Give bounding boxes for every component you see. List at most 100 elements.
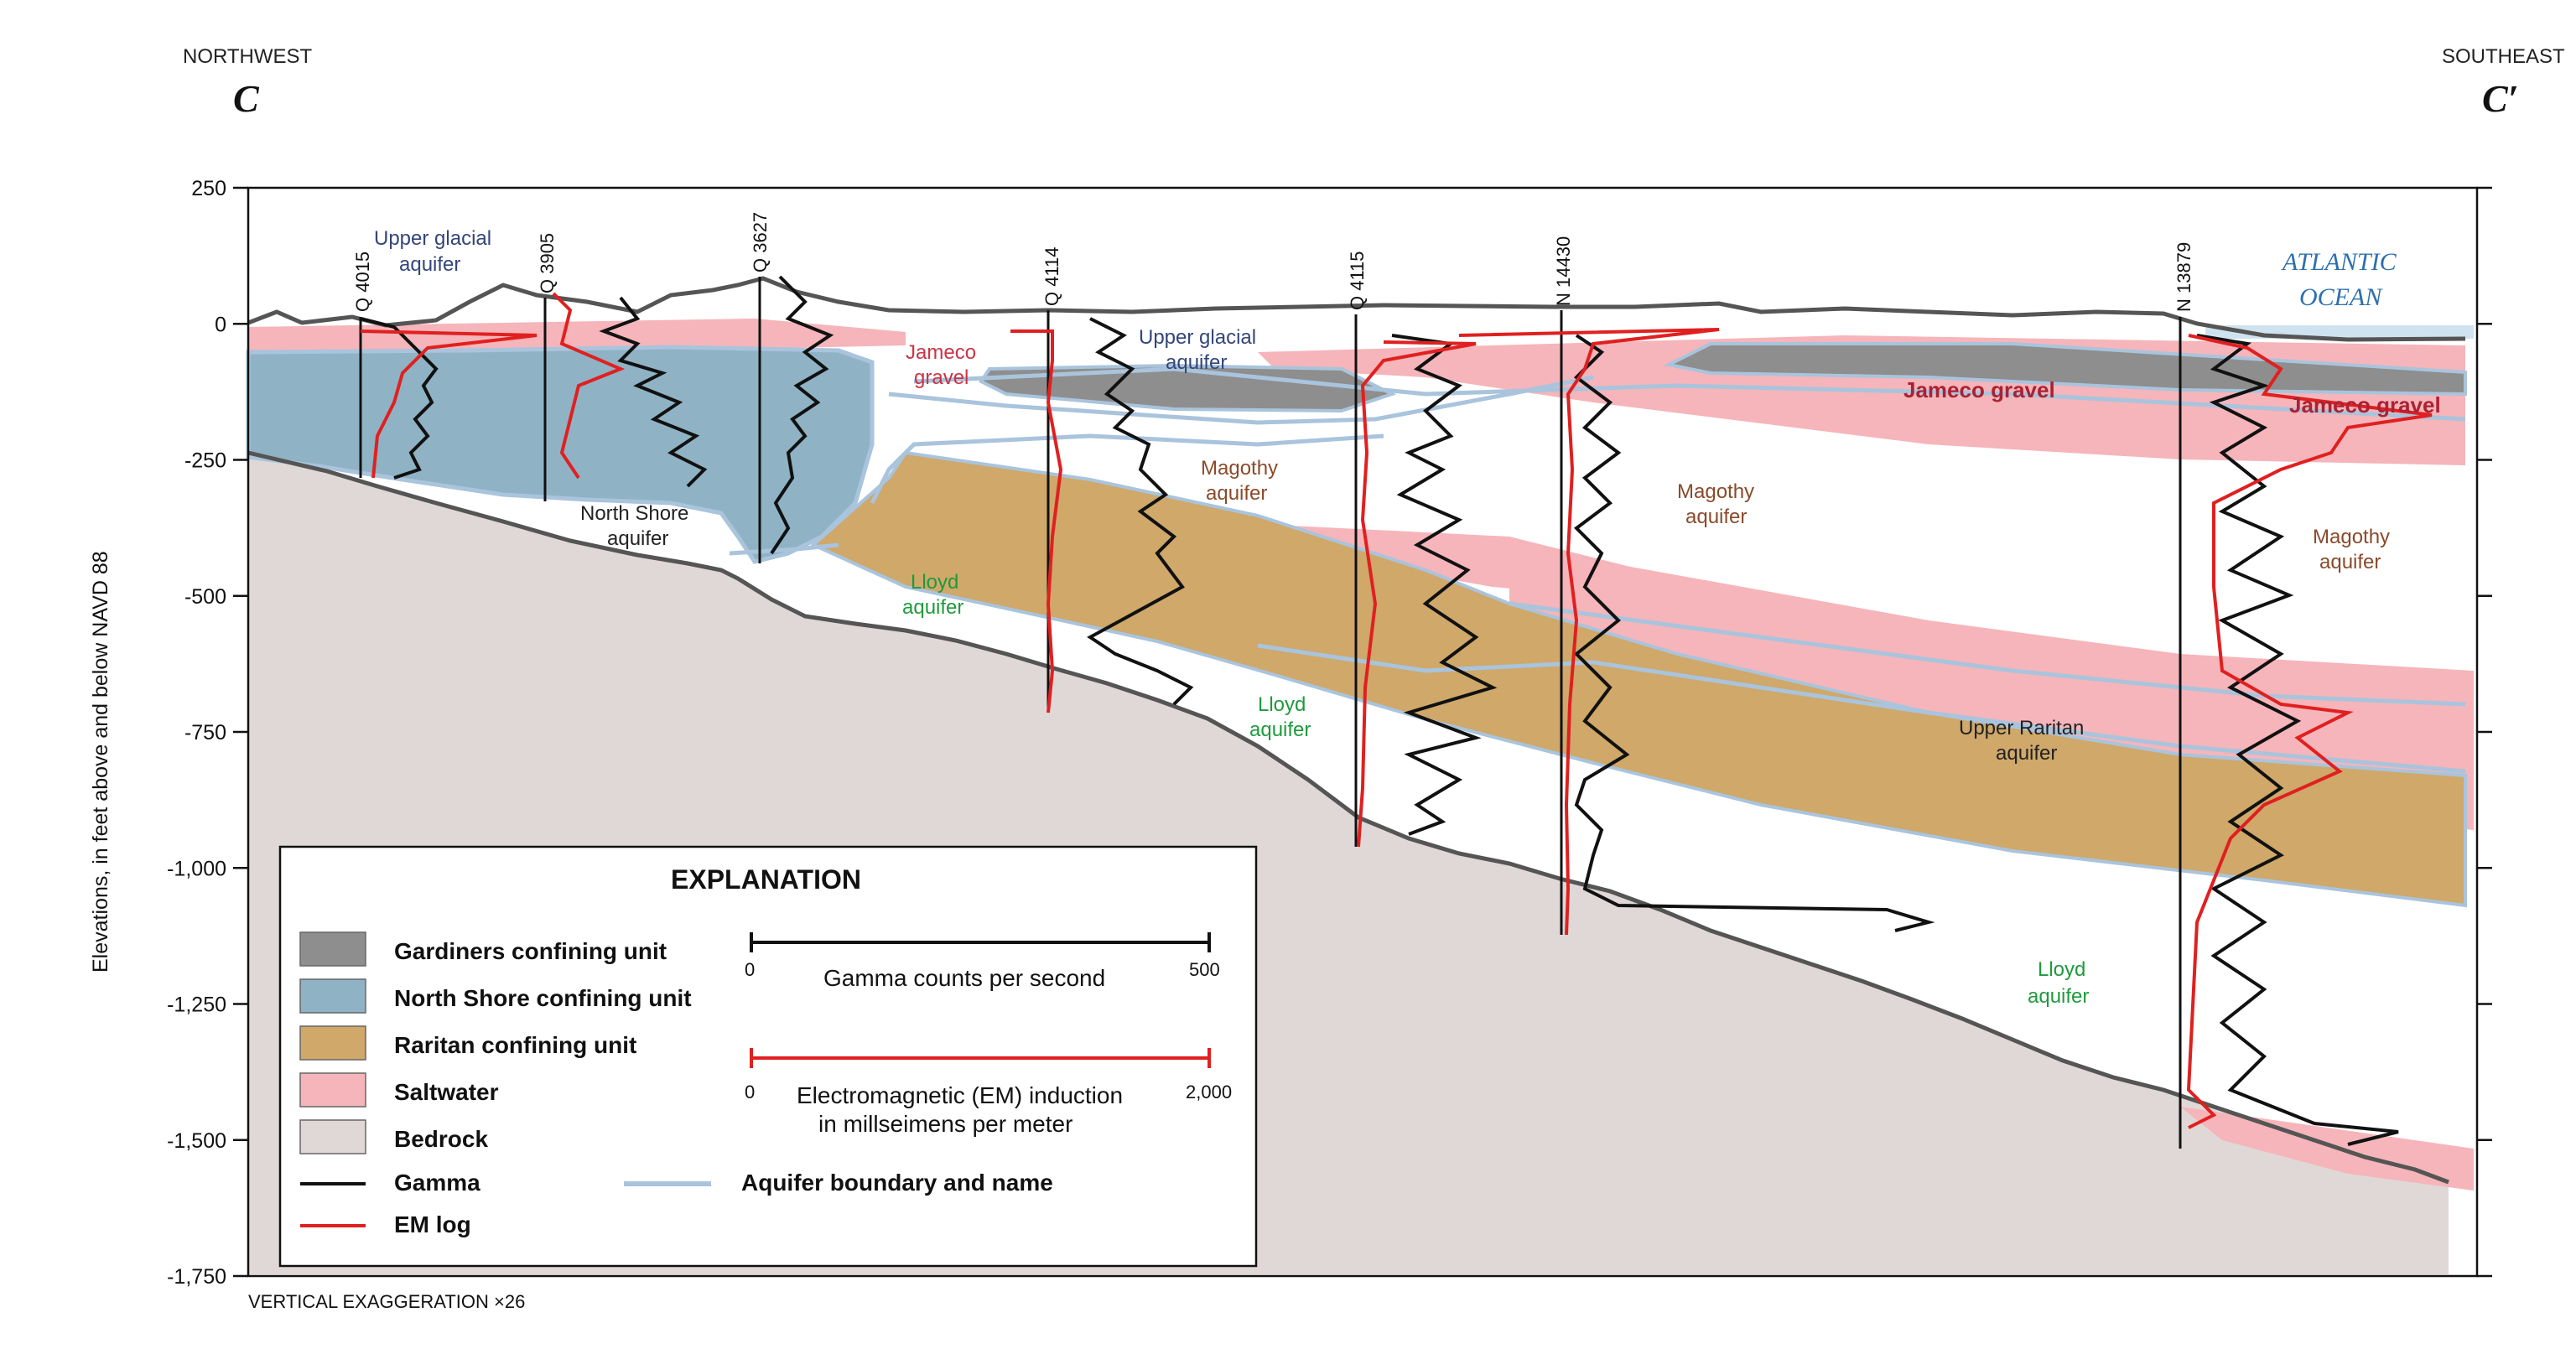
- y-tick-label: -250: [184, 449, 226, 473]
- y-tick-label: -1,500: [167, 1129, 226, 1153]
- em-scale-label-line2: in millseimens per meter: [818, 1111, 1072, 1137]
- legend: EXPLANATION Gardiners confining unit Nor…: [278, 845, 1258, 1268]
- em-log-n13879: [2186, 334, 2433, 1129]
- y-axis-title: Elevations, in feet above and below NAVD…: [89, 551, 112, 973]
- em-scale-min: 0: [745, 1082, 755, 1102]
- y-axis: 250 0 -250 -500 -750 -1,000 -1,250 -1,500 -1,750: [167, 177, 2492, 1289]
- lloyd-label-2-line2: aquifer: [1249, 719, 1311, 741]
- y-tick-label: -1,750: [167, 1265, 226, 1289]
- legend-swatch-bedrock: [299, 1119, 366, 1154]
- upper-raritan-label-line2: aquifer: [1996, 742, 2057, 765]
- y-tick-label: -500: [184, 585, 226, 609]
- y-tick-label: 250: [191, 177, 226, 200]
- lloyd-label-1-line2: aquifer: [902, 596, 963, 619]
- upper-glacial-label-1-line2: aquifer: [399, 253, 460, 276]
- gamma-scale-label: Gamma counts per second: [823, 965, 1105, 991]
- magothy-label-2-line1: Magothy: [1677, 480, 1754, 503]
- gamma-log-n13879: [2196, 334, 2399, 1146]
- jameco-label-3: Jameco gravel: [2289, 392, 2441, 418]
- ocean-label-line1: ATLANTIC: [2281, 248, 2397, 276]
- legend-label-aquifer-boundary: Aquifer boundary and name: [741, 1170, 1053, 1196]
- legend-label-saltwater: Saltwater: [394, 1079, 499, 1105]
- legend-label-raritan: Raritan confining unit: [394, 1032, 636, 1058]
- gardiners-confining-unit: [979, 363, 1397, 413]
- legend-label-em: EM log: [394, 1211, 471, 1237]
- legend-title: EXPLANATION: [671, 864, 861, 895]
- legend-swatch-gardiners: [299, 931, 366, 967]
- lloyd-label-3-line2: aquifer: [2028, 985, 2089, 1008]
- well-labels: Q 4015 Q 3905 Q 3627 Q 4114 Q 4115 N 144…: [352, 212, 2194, 312]
- well-label-5: Q 4115: [1347, 251, 1368, 310]
- well-label-6: N 14430: [1553, 236, 1574, 306]
- jameco-label-2: Jameco gravel: [1903, 377, 2055, 402]
- vertical-exaggeration-note: VERTICAL EXAGGERATION ×26: [248, 1291, 525, 1312]
- wells: [359, 277, 2182, 1149]
- boundary-north-shore-base: [729, 542, 839, 556]
- legend-swatch-north-shore: [299, 978, 366, 1014]
- well-label-7: N 13879: [2174, 242, 2194, 312]
- magothy-label-1-line1: Magothy: [1201, 457, 1278, 480]
- gamma-log-q4114: [1087, 317, 1194, 706]
- upper-glacial-label-1-line1: Upper glacial: [374, 227, 491, 250]
- gamma-log-q4115: [1391, 334, 1498, 836]
- legend-label-gardiners: Gardiners confining unit: [394, 938, 667, 964]
- legend-label-bedrock: Bedrock: [394, 1126, 488, 1152]
- saltwater-deepest-band: [2180, 1107, 2474, 1191]
- boundary-magothy-top: [870, 433, 1384, 505]
- em-log-n14430: [1458, 328, 1720, 936]
- north-shore-confining-unit: [246, 345, 875, 564]
- north-shore-label-line2: aquifer: [607, 527, 668, 550]
- bedrock-top-line: [247, 450, 2449, 1185]
- gamma-logs: [360, 275, 2399, 1146]
- y-tick-label: 0: [215, 313, 226, 336]
- y-tick-label: -750: [184, 721, 226, 744]
- northwest-label: NORTHWEST: [183, 45, 313, 68]
- gamma-scale-max: 500: [1189, 959, 1220, 980]
- boundary-jameco: [888, 375, 1594, 425]
- magothy-label-3-line2: aquifer: [2319, 551, 2381, 573]
- well-label-1: Q 4015: [352, 252, 373, 312]
- legend-swatch-saltwater: [299, 1072, 366, 1108]
- magothy-label-3-line1: Magothy: [2313, 526, 2390, 548]
- em-scale-label-line1: Electromagnetic (EM) induction: [797, 1082, 1123, 1108]
- raritan-confining-unit: [810, 450, 2467, 908]
- em-log-q4015: [360, 329, 538, 479]
- well-label-2: Q 3905: [537, 233, 558, 293]
- jameco-label-1-line2: gravel: [914, 366, 969, 389]
- jameco-label-1-line1: Jameco: [906, 341, 976, 364]
- legend-label-north-shore: North Shore confining unit: [394, 985, 692, 1011]
- section-start-letter: C: [233, 77, 260, 120]
- em-log-q3905: [552, 292, 626, 480]
- lloyd-label-3-line1: Lloyd: [2038, 958, 2085, 981]
- gamma-log-q3905: [599, 296, 708, 488]
- north-shore-label-line1: North Shore: [580, 502, 688, 525]
- magothy-label-1-line2: aquifer: [1206, 482, 1267, 505]
- lloyd-label-1-line1: Lloyd: [911, 571, 958, 594]
- boundary-lloyd-top: [1257, 643, 2466, 774]
- aquifer-labels: Upper glacial aquifer Upper glacial aqui…: [374, 227, 2441, 1008]
- legend-swatch-raritan: [299, 1025, 366, 1061]
- gamma-log-n14430: [1573, 334, 1935, 932]
- boundary-magothy-lower: [1509, 601, 2466, 707]
- lloyd-label-2-line1: Lloyd: [1258, 693, 1306, 716]
- y-tick-label: -1,000: [167, 857, 226, 880]
- magothy-label-2-line2: aquifer: [1685, 506, 1747, 528]
- upper-glacial-label-2-line2: aquifer: [1166, 351, 1227, 374]
- em-log-q4114: [1010, 329, 1063, 713]
- ocean-label-line2: OCEAN: [2299, 283, 2383, 311]
- gamma-scale-min: 0: [745, 959, 755, 980]
- aquifer-boundaries: [729, 366, 2466, 774]
- southeast-label: SOUTHEAST: [2442, 45, 2565, 68]
- em-log-q4115: [1357, 340, 1477, 848]
- section-end-letter: C′: [2482, 77, 2519, 120]
- y-tick-label: -1,250: [167, 993, 226, 1017]
- well-label-3: Q 3627: [750, 212, 771, 272]
- upper-glacial-label-2-line1: Upper glacial: [1139, 326, 1256, 349]
- em-scale-max: 2,000: [1186, 1082, 1232, 1102]
- gamma-log-q3627: [770, 275, 834, 555]
- em-logs: [360, 292, 2433, 1129]
- legend-label-gamma: Gamma: [394, 1170, 480, 1196]
- upper-raritan-label-line1: Upper Raritan: [1959, 717, 2084, 739]
- land-surface-line: [247, 276, 2466, 342]
